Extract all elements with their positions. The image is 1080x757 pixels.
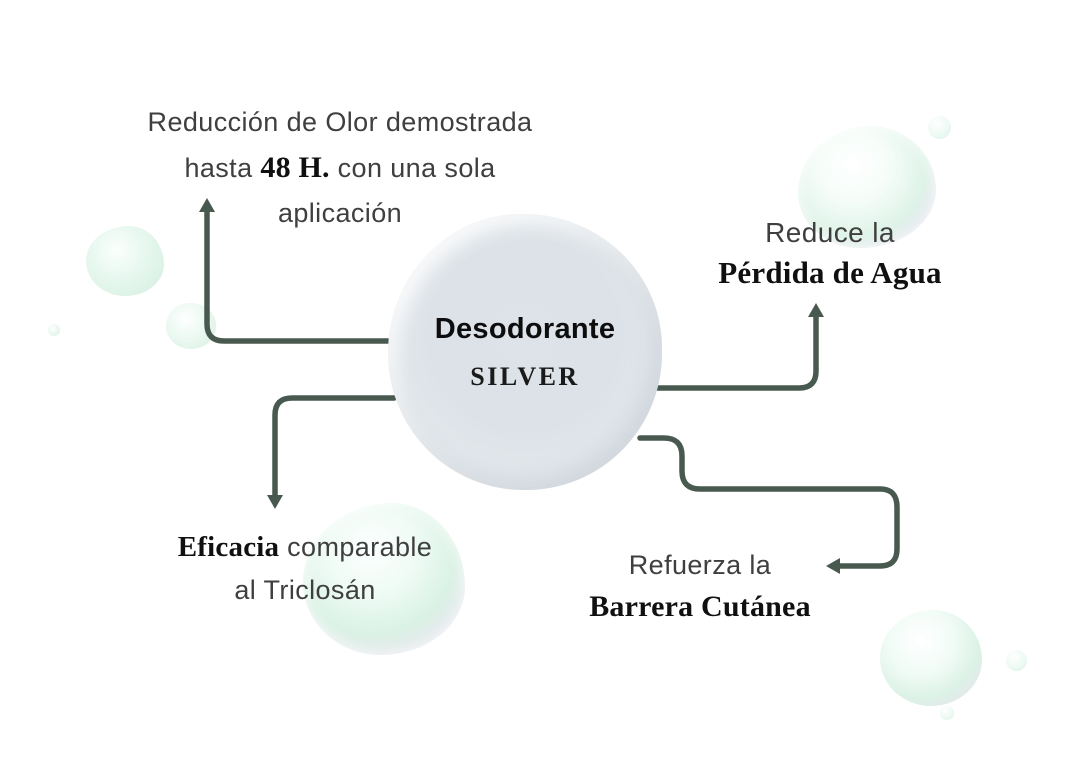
callout-water-loss: Reduce la Pérdida de Agua (650, 213, 1010, 294)
callout-odor-reduction: Reducción de Olor demostrada hasta 48 H.… (90, 100, 590, 236)
barrier-line-2: Barrera Cutánea (530, 586, 870, 628)
bubble-decoration (928, 116, 951, 139)
bubble-decoration (86, 226, 164, 296)
odor-line-3: aplicación (277, 198, 403, 228)
bubble-decoration (798, 126, 936, 248)
bubble-decoration (880, 610, 982, 706)
arrow-to-water-callout-icon (652, 303, 824, 391)
bubble-decoration (1006, 650, 1027, 671)
barrier-line-1: Refuerza la (628, 550, 772, 580)
bubble-decoration (303, 503, 465, 655)
water-line-1: Reduce la (765, 217, 895, 248)
bubble-decoration (166, 303, 216, 349)
water-highlight: Pérdida de Agua (718, 255, 942, 290)
product-label: Desodorante SILVER (435, 313, 616, 392)
odor-line-1: Reducción de Olor demostrada (147, 107, 533, 137)
barrier-highlight: Barrera Cutánea (589, 590, 811, 623)
deodorant-product-image: Desodorante SILVER (388, 214, 662, 490)
product-name: Desodorante (434, 312, 616, 345)
arrow-to-efficacy-callout-icon (267, 395, 397, 509)
efficacy-line-2: al Triclosán (234, 575, 376, 605)
bubble-decoration (48, 324, 60, 336)
efficacy-line-1: Eficacia comparable (177, 531, 433, 563)
odor-line-2: hasta 48 H. con una sola (184, 151, 496, 184)
water-line-2: Pérdida de Agua (650, 253, 1010, 294)
odor-48h-highlight: 48 H. (260, 151, 330, 184)
bubble-decoration (940, 706, 954, 720)
product-variant: SILVER (470, 361, 580, 391)
efficacy-highlight: Eficacia (177, 531, 280, 563)
callout-efficacy: Eficacia comparable al Triclosán (100, 526, 510, 612)
callout-skin-barrier: Refuerza la Barrera Cutánea (530, 545, 870, 628)
